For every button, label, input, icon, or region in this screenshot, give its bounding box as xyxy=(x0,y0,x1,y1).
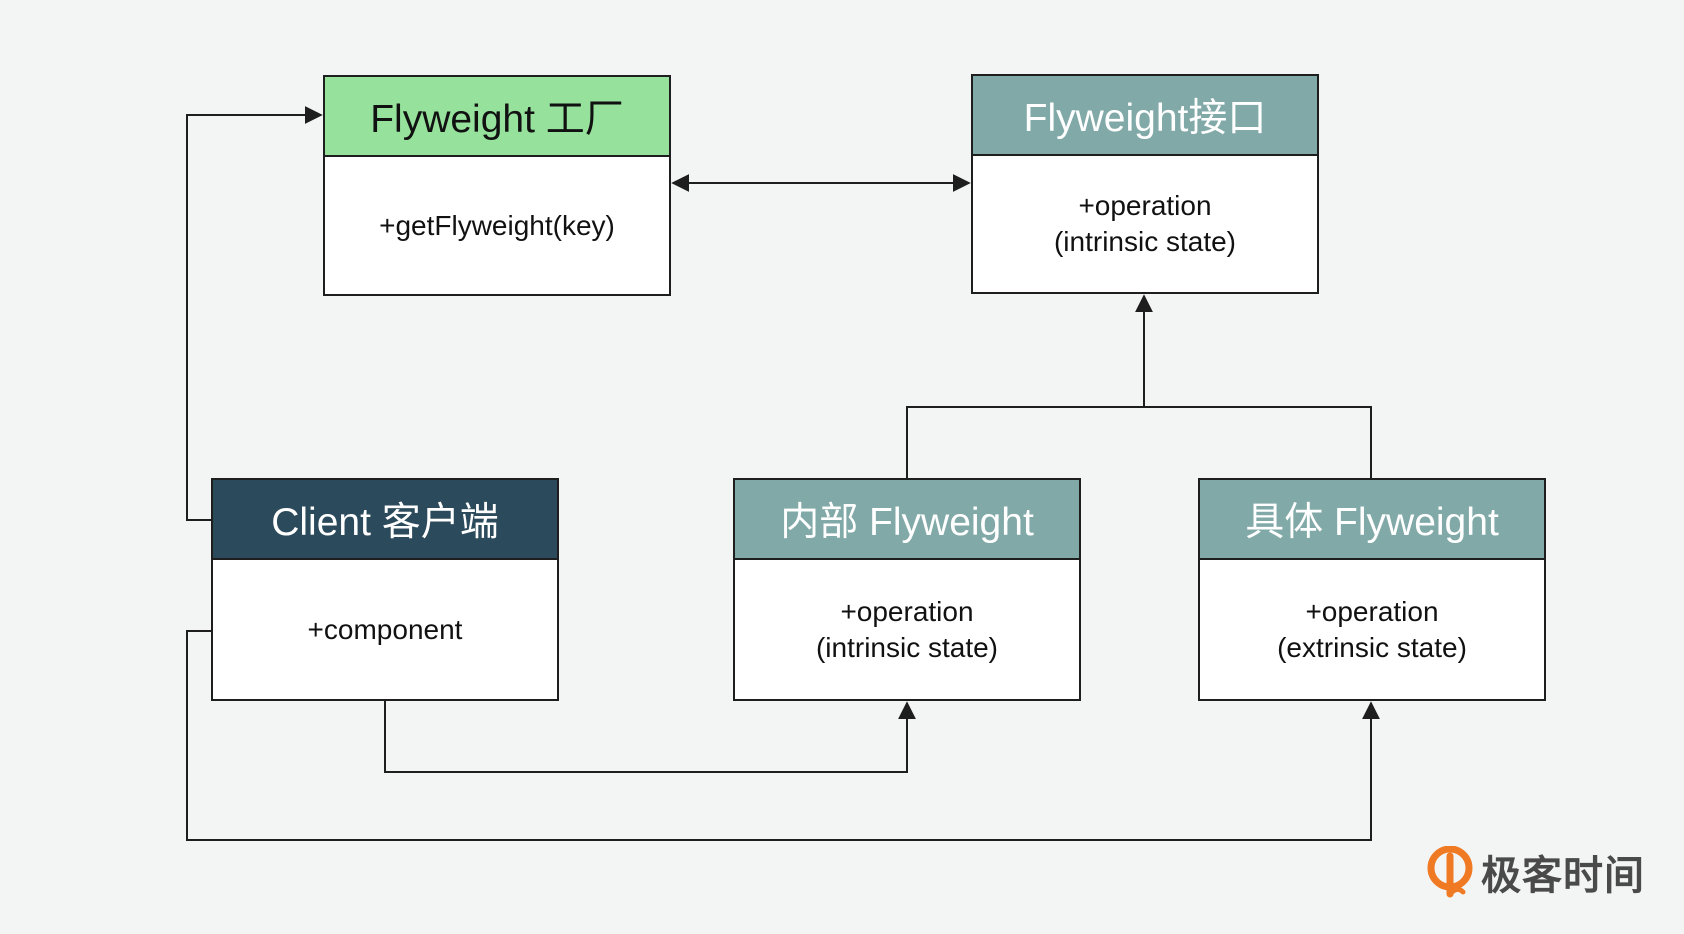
internal-flyweight-box: 内部 Flyweight +operation (intrinsic state… xyxy=(733,478,1081,701)
edge-client-to-concrete xyxy=(186,630,1380,841)
concrete-method-line: +operation xyxy=(1305,595,1439,627)
edge-internal-inherit xyxy=(906,406,1372,478)
interface-method-line: (intrinsic state) xyxy=(1053,226,1237,257)
client-member: +component xyxy=(307,613,463,645)
factory-title: Flyweight 工厂 xyxy=(325,77,669,157)
flyweight-interface-box: Flyweight接口 +operation (intrinsic state) xyxy=(971,74,1319,294)
internal-method-line: (intrinsic state) xyxy=(815,631,999,663)
factory-methods: +getFlyweight(key) xyxy=(325,157,669,294)
geektime-logo-icon xyxy=(1427,846,1473,898)
geektime-watermark: 极客时间 xyxy=(1427,843,1645,901)
internal-methods: +operation (intrinsic state) xyxy=(735,560,1079,699)
interface-method-line: +operation xyxy=(1078,190,1212,221)
concrete-title: 具体 Flyweight xyxy=(1200,480,1544,560)
flyweight-factory-box: Flyweight 工厂 +getFlyweight(key) xyxy=(323,75,671,296)
interface-methods: +operation (intrinsic state) xyxy=(973,156,1317,292)
watermark-text: 极客时间 xyxy=(1481,854,1645,898)
edge-client-to-factory xyxy=(186,106,323,521)
client-members: +component xyxy=(213,560,557,699)
concrete-methods: +operation (extrinsic state) xyxy=(1200,560,1544,699)
client-title: Client 客户端 xyxy=(213,480,557,560)
interface-title: Flyweight接口 xyxy=(973,76,1317,156)
concrete-flyweight-box: 具体 Flyweight +operation (extrinsic state… xyxy=(1198,478,1546,701)
internal-title: 内部 Flyweight xyxy=(735,480,1079,560)
edge-client-to-internal xyxy=(384,701,916,773)
concrete-method-line: (extrinsic state) xyxy=(1277,631,1467,663)
internal-method-line: +operation xyxy=(840,595,974,627)
client-box: Client 客户端 +component xyxy=(211,478,559,701)
factory-method: +getFlyweight(key) xyxy=(379,209,615,241)
